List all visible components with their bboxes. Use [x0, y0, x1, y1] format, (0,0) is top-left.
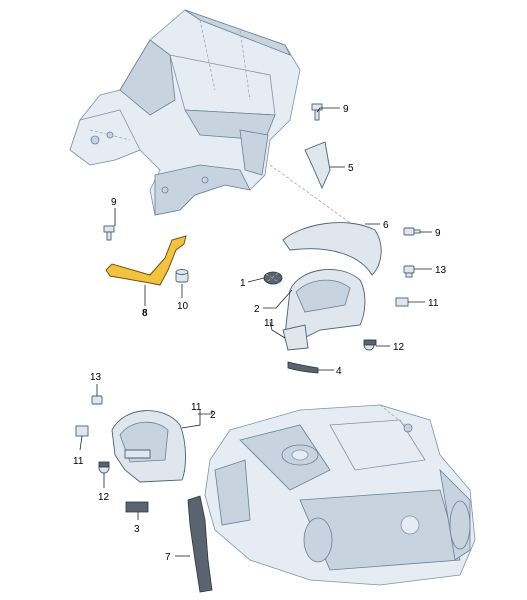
- part-3-trim-piece: [125, 501, 149, 513]
- part-9-clip-right: [403, 227, 421, 236]
- callout-11-lower-left: 11: [73, 456, 84, 467]
- part-10-nut: [175, 269, 189, 283]
- part-7-sill-trim: [187, 495, 213, 593]
- callout-6: 6: [383, 220, 389, 231]
- callout-11-upper-left: 11: [264, 318, 275, 329]
- callout-13-lower: 13: [90, 372, 102, 383]
- part-1-clip: [263, 271, 283, 285]
- convertible-car-body: [204, 404, 476, 586]
- callout-9-top: 9: [343, 104, 349, 115]
- part-12-screw-upper: [363, 339, 377, 351]
- leader-lines: [79, 107, 432, 557]
- part-13-clip-lower: [91, 395, 103, 405]
- part-11-clip-lower: [75, 425, 89, 437]
- part-8-bracket-highlighted: [105, 235, 187, 286]
- part-2-rear-wheel-liner: [111, 410, 186, 483]
- callout-12-lower: 12: [98, 492, 110, 503]
- part-2-front-wheel-liner: [282, 268, 366, 351]
- part-6-wheel-arch-cover: [282, 222, 382, 276]
- callout-13-upper: 13: [435, 265, 447, 276]
- callout-10: 10: [177, 301, 189, 312]
- part-9-clip-upper: [311, 103, 323, 121]
- callout-12-upper: 12: [393, 342, 405, 353]
- callout-11-lower-top: 11: [191, 402, 202, 413]
- callout-1: 1: [240, 278, 246, 289]
- front-body-structure: [69, 9, 361, 231]
- part-11-clip-upper: [395, 297, 409, 307]
- callout-4: 4: [336, 366, 342, 377]
- callout-8: 8: [142, 308, 148, 319]
- callout-9-left: 9: [111, 197, 117, 208]
- callout-9-right: 9: [435, 228, 441, 239]
- callout-2-lower: 2: [210, 410, 216, 421]
- callouts: 9 5 9 10 8 6 9 1 13 2 11 11 12 4 13 11 2…: [73, 104, 447, 563]
- part-9-clip-left: [103, 225, 115, 241]
- part-13-clip-upper: [403, 265, 415, 278]
- callout-5: 5: [348, 163, 354, 174]
- callout-3: 3: [134, 524, 140, 535]
- callout-2-upper: 2: [254, 304, 260, 315]
- callout-7: 7: [165, 552, 171, 563]
- part-4-trim-strip: [287, 361, 319, 374]
- part-12-screw-lower: [98, 461, 110, 474]
- part-5-bracket: [304, 141, 331, 190]
- callout-11-upper-right: 11: [428, 298, 439, 309]
